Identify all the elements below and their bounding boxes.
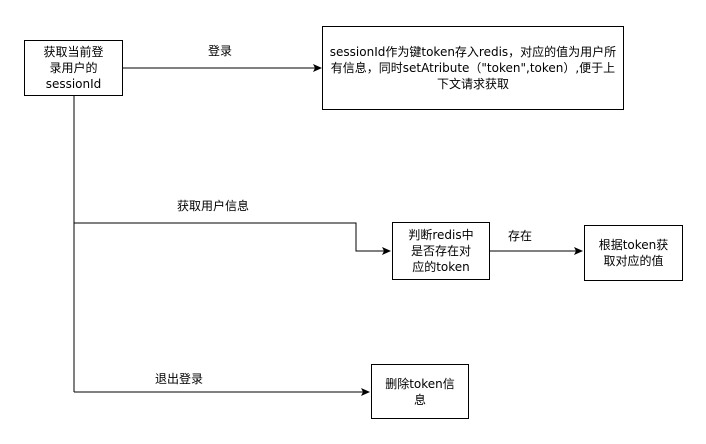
- logout-label: 退出登录: [155, 372, 204, 386]
- get-value-node[interactable]: 根据token获 取对应的值: [584, 225, 683, 281]
- get-user-info-label: 获取用户信息: [177, 199, 250, 213]
- get-user-info-edge: [74, 222, 391, 255]
- login-label: 登录: [208, 44, 233, 58]
- get-session-node[interactable]: 获取当前登 录用户的 sessionId: [24, 40, 123, 96]
- exists-label: 存在: [508, 229, 533, 243]
- check-redis-node[interactable]: 判断redis中 是否存在对 应的token: [392, 222, 490, 280]
- store-redis-node[interactable]: sessionId作为键token存入redis，对应的值为用户所 有信息，同时…: [322, 26, 624, 110]
- delete-token-node[interactable]: 删除token信 息: [371, 364, 469, 419]
